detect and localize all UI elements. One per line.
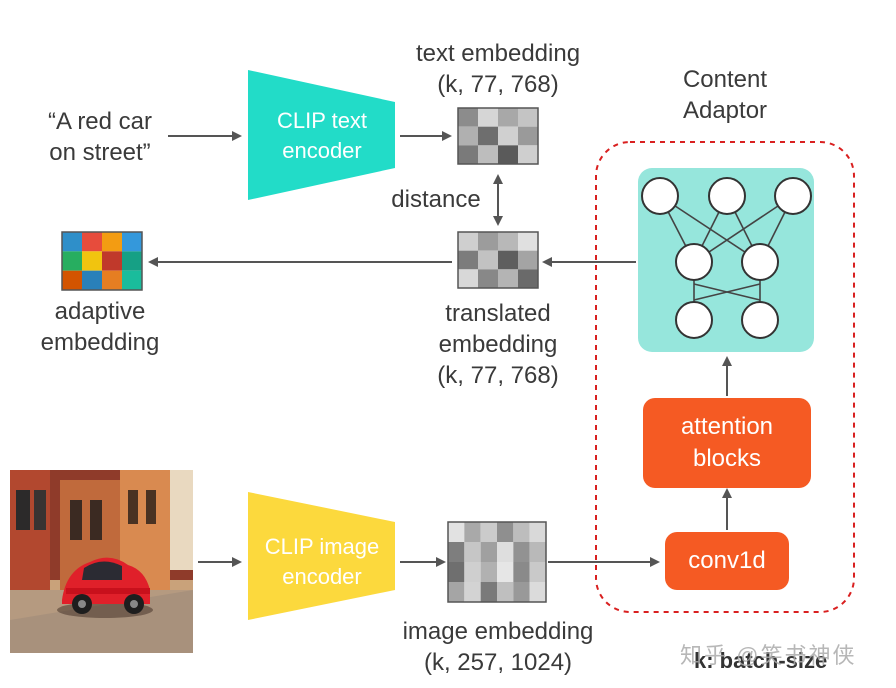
translated-line-2: embedding bbox=[438, 331, 558, 358]
text-encoder-line-2: encoder bbox=[282, 138, 362, 163]
batch-size-note: k: batch-size bbox=[694, 648, 828, 673]
translated-line-3: (k, 77, 768) bbox=[437, 362, 559, 389]
image-embedding-shape: (k, 257, 1024) bbox=[423, 649, 573, 676]
content-adaptor-border bbox=[595, 141, 855, 613]
image-encoder-line-1: CLIP image bbox=[264, 534, 380, 559]
text-embedding-shape: (k, 77, 768) bbox=[437, 71, 559, 98]
text-embedding-caption: text embedding (k, 77, 768) bbox=[388, 38, 608, 100]
clip-image-encoder-shape bbox=[248, 492, 395, 620]
adaptive-line-1: adaptive bbox=[54, 298, 146, 325]
image-embedding-title: image embedding bbox=[402, 618, 594, 645]
flow-arrows bbox=[148, 131, 732, 567]
conv1d-label: conv1d bbox=[688, 547, 766, 574]
image-embedding-caption: image embedding (k, 257, 1024) bbox=[378, 616, 618, 678]
watermark: 知乎 @笑书神侠 bbox=[680, 643, 857, 668]
network-nodes bbox=[641, 177, 812, 339]
adaptive-line-2: embedding bbox=[40, 329, 160, 356]
red-car-photo bbox=[10, 470, 193, 653]
text-encoder-line-1: CLIP text bbox=[276, 108, 368, 133]
attention-line-2: blocks bbox=[692, 445, 762, 472]
clip-text-encoder-label: CLIP text encoder bbox=[252, 106, 392, 166]
content-adaptor-line-2: Adaptor bbox=[682, 97, 768, 124]
text-embedding-title: text embedding bbox=[415, 40, 581, 67]
translated-embedding-caption: translated embedding (k, 77, 768) bbox=[398, 298, 598, 391]
prompt-line-2: on street” bbox=[49, 139, 151, 166]
image-embedding-grid bbox=[447, 521, 547, 603]
adaptive-embedding-grid bbox=[61, 231, 143, 291]
attention-blocks-box: attention blocks bbox=[643, 398, 811, 488]
attention-line-1: attention bbox=[680, 413, 774, 440]
adaptive-embedding-caption: adaptive embedding bbox=[20, 296, 180, 358]
text-embedding-grid bbox=[457, 107, 539, 165]
prompt-text: “A red car on street” bbox=[30, 106, 170, 168]
distance-label: distance bbox=[391, 186, 481, 213]
clip-image-encoder-label: CLIP image encoder bbox=[252, 532, 392, 592]
prompt-line-1: “A red car bbox=[47, 108, 153, 135]
image-encoder-line-2: encoder bbox=[282, 564, 362, 589]
content-adaptor-title: Content Adaptor bbox=[660, 64, 790, 126]
translated-embedding-grid bbox=[457, 231, 539, 289]
clip-text-encoder-shape bbox=[248, 70, 395, 200]
conv1d-box: conv1d bbox=[665, 532, 789, 590]
content-adaptor-line-1: Content bbox=[682, 66, 768, 93]
translated-line-1: translated bbox=[445, 300, 551, 327]
